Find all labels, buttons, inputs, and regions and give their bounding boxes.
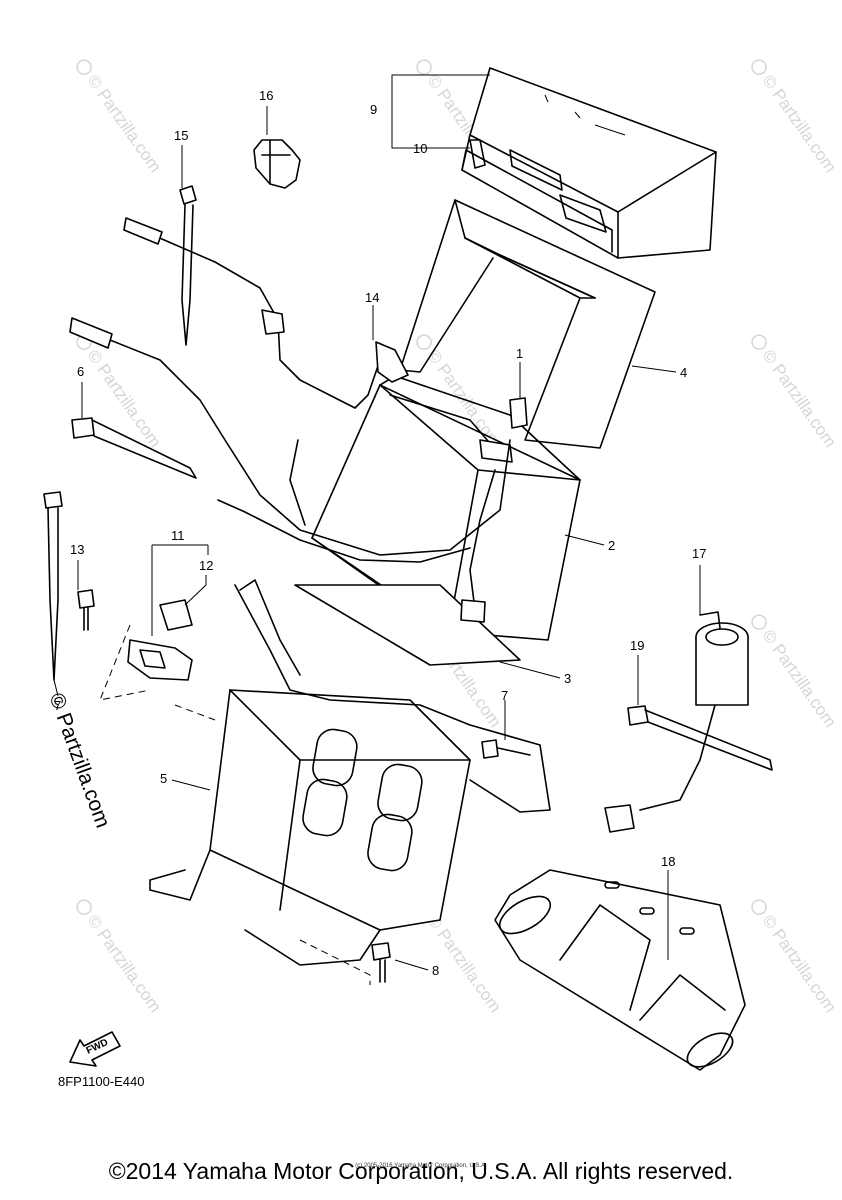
callout-7: 7 <box>54 698 61 713</box>
copyright-footer: ©2014 Yamaha Motor Corporation, U.S.A. A… <box>108 1158 734 1184</box>
callout-15: 15 <box>174 128 188 143</box>
cable-tie-6 <box>71 417 197 479</box>
cable-tie-15 <box>179 185 197 346</box>
callout-13: 13 <box>70 542 84 557</box>
watermark-text: © Partzilla.com <box>84 911 165 1016</box>
callout-18: 18 <box>661 854 675 869</box>
battery-box <box>149 579 551 985</box>
small-credit: (c) 2005-2016 Yamaha Motor Corporation, … <box>355 1163 487 1169</box>
callout-9: 9 <box>370 102 377 117</box>
cover-18 <box>494 869 746 1071</box>
bolt-7 <box>481 739 531 759</box>
callout-3: 3 <box>564 671 571 686</box>
callout-8: 8 <box>432 963 439 978</box>
cable-tie-7 <box>43 491 63 681</box>
callouts: 1 2 3 4 5 6 7 7 8 9 10 11 12 13 14 15 16… <box>54 88 706 978</box>
cable-tie-19 <box>627 705 773 771</box>
callout-11: 11 <box>171 528 185 543</box>
battery-band <box>399 199 656 449</box>
callout-2: 2 <box>608 538 615 553</box>
dc-socket-17 <box>604 611 749 833</box>
watermark-text: © Partzilla.com <box>759 346 840 451</box>
callout-5: 5 <box>160 771 167 786</box>
callout-14: 14 <box>365 290 379 305</box>
fwd-arrow-icon: FWD <box>69 1031 121 1067</box>
diagram-code: 8FP1100-E440 <box>58 1074 145 1089</box>
callout-1: 1 <box>516 346 523 361</box>
watermark-text: © Partzilla.com <box>759 911 840 1016</box>
callout-12: 12 <box>199 558 213 573</box>
callout-7: 7 <box>501 688 508 703</box>
callout-16: 16 <box>259 88 273 103</box>
fuse-box <box>99 624 193 701</box>
callout-4: 4 <box>680 365 687 380</box>
battery <box>311 375 581 641</box>
watermark-text: © Partzilla.com <box>759 626 840 731</box>
clip-16 <box>253 139 301 189</box>
watermark-text: © Partzilla.com <box>759 71 840 176</box>
fuse-12 <box>159 599 193 631</box>
leader-lines <box>53 74 701 971</box>
bolt-13 <box>77 589 95 631</box>
bolt-8 <box>371 942 391 983</box>
cables <box>69 217 511 623</box>
callout-6: 6 <box>77 364 84 379</box>
callout-17: 17 <box>692 546 706 561</box>
battery-pad <box>294 584 521 666</box>
callout-10: 10 <box>413 141 427 156</box>
battery-cover <box>461 67 717 259</box>
watermark-text: © Partzilla.com <box>84 71 165 176</box>
callout-19: 19 <box>630 638 644 653</box>
